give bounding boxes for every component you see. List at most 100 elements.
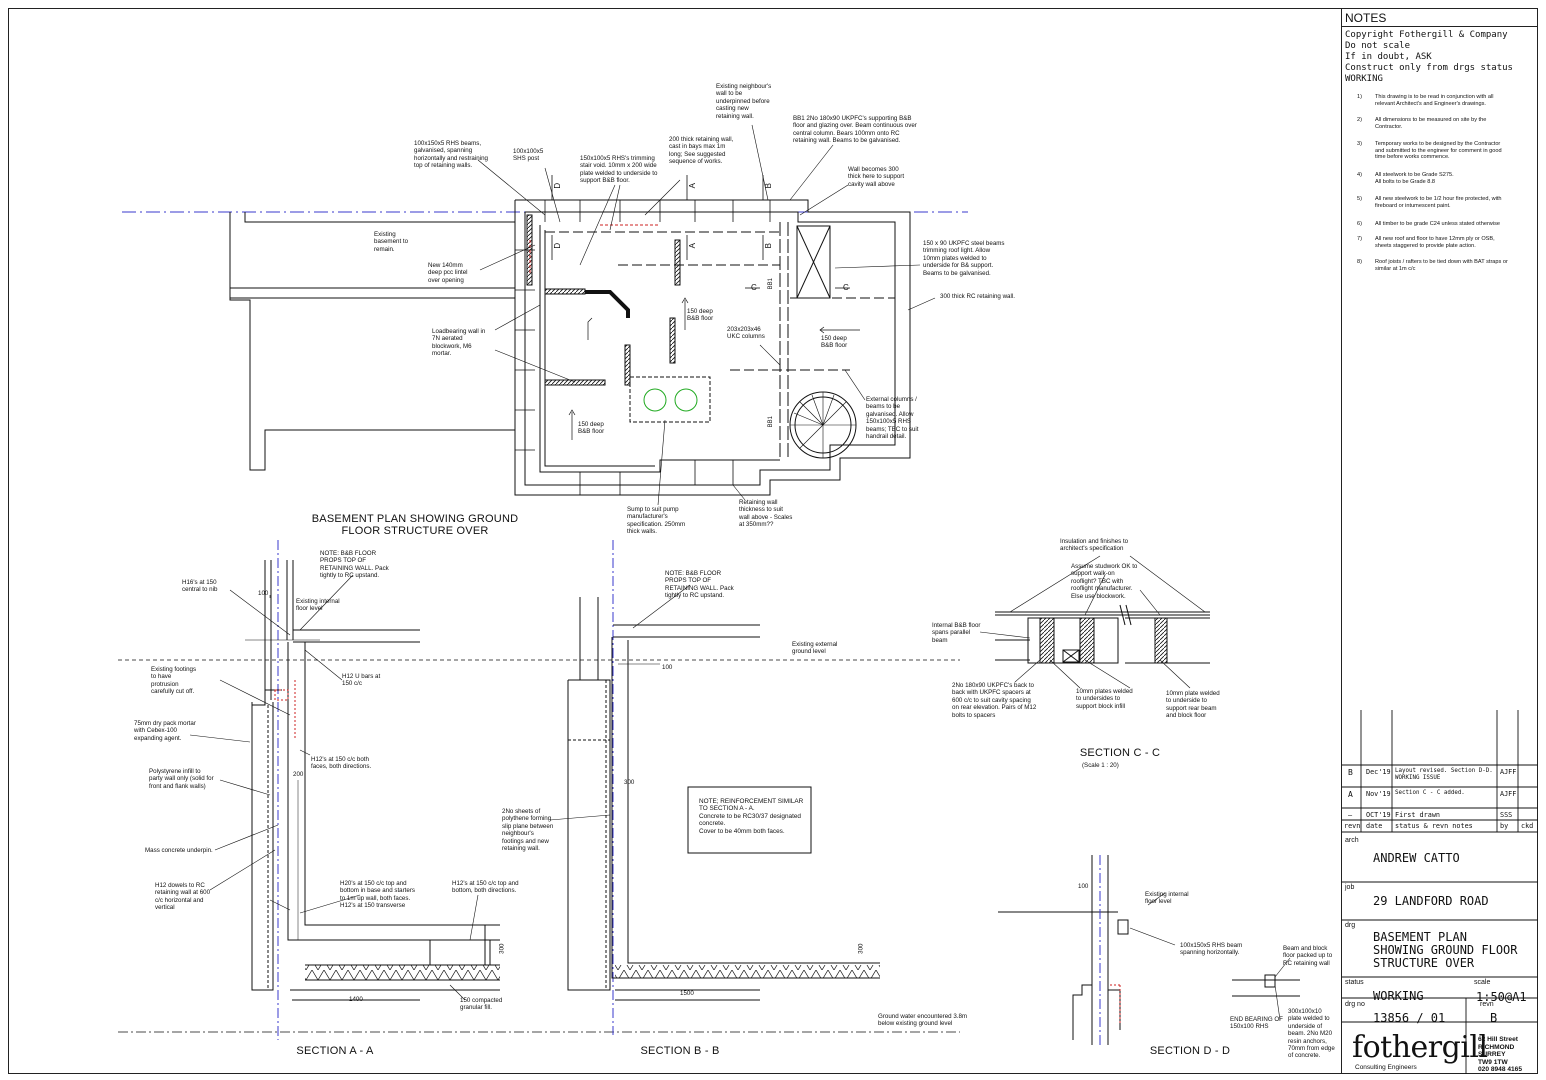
architect-name: ANDREW CATTO [1373, 851, 1460, 865]
note-rhs-beams: 100x150x5 RHS beams, galvanised, spannin… [414, 140, 488, 170]
note-bb1: BB1 2No 180x90 UKPFC's supporting B&B fl… [793, 115, 917, 145]
aa-note-h12-top: H12's at 150 c/c top and bottom, both di… [452, 880, 519, 895]
dd-note-internal-floor: Existing internal floor level [1145, 891, 1189, 906]
marker-c-left: C [751, 283, 757, 292]
section-a-a-drawing [118, 540, 960, 1040]
current-revision: B [1490, 1011, 1498, 1025]
bb-dim-1500: 1500 [680, 990, 694, 997]
aa-dim-200: 200 [293, 771, 304, 778]
bb-note-ground-water: Ground water encountered 3.8m below exis… [878, 1013, 968, 1028]
bb-dim-300-b: 300 [857, 943, 865, 954]
bb-dim-300-a: 300 [624, 779, 635, 786]
dd-note-end-bearing: END BEARING OF 150x100 RHS [1230, 1016, 1283, 1031]
aa-note-drypack: 75mm dry pack mortar with Cebex-100 expa… [134, 720, 196, 742]
copyright-notice: Copyright Fothergill & Company Do not sc… [1345, 30, 1513, 84]
aa-dim-1400: 1400 [349, 996, 363, 1003]
note-floor-150-c: 150 deep B&B floor [578, 421, 605, 436]
note-trimming: 150x100x5 RHS's trimming stair void. 10m… [580, 155, 658, 185]
note-retaining-thickness: Retaining wall thickness to suit wall ab… [739, 499, 793, 529]
section-b-b-drawing [567, 540, 880, 1035]
note-ukpfc-150: 150 x 90 UKPFC steel beams trimming roof… [923, 240, 1005, 277]
drawing-frame [8, 8, 1538, 1074]
marker-bb1-lower: BB1 [767, 416, 774, 428]
bb-dim-100: 100 [662, 664, 673, 671]
bb-note-polythene: 2No sheets of polythene forming slip pla… [502, 808, 554, 853]
drawing-title: BASEMENT PLAN SHOWING GROUND FLOOR STRUC… [1373, 930, 1518, 970]
marker-a-bottom: A [687, 243, 697, 249]
aa-note-bb-props: NOTE: B&B FLOOR PROPS TOP OF RETAINING W… [320, 550, 389, 580]
marker-b-bottom: B [763, 243, 773, 249]
cc-note-internal: Internal B&B floor spans parallel beam [932, 622, 981, 644]
marker-bb1-upper: BB1 [767, 278, 774, 290]
drg-no-label: drg no [1345, 1001, 1365, 1008]
note-loadbearing: Loadbearing wall in 7N aerated blockwork… [432, 328, 486, 358]
bb-note-ground-level: Existing external ground level [792, 641, 838, 656]
drg-label: drg [1345, 922, 1356, 929]
drawing-number: 13856 / 01 [1373, 1011, 1446, 1025]
note-external-columns: External columns / beams to be galvanise… [866, 396, 919, 441]
marker-d-top: D [553, 182, 563, 189]
note-shs-post: 100x100x5 SHS post [513, 148, 544, 163]
note-rc-300: 300 thick RC retaining wall. [940, 293, 1015, 300]
cc-note-insulation: Insulation and finishes to architect's s… [1060, 538, 1129, 553]
plan-title: BASEMENT PLAN SHOWING GROUND FLOOR STRUC… [311, 513, 519, 537]
note-lintel: New 140mm deep pcc lintel over opening [428, 262, 468, 284]
aa-note-footings: Existing footings to have protrusion car… [151, 666, 197, 696]
arch-label: arch [1345, 837, 1359, 844]
note-floor-150-a: 150 deep B&B floor [687, 308, 714, 323]
bb-note-reinforcement: NOTE; REINFORCEMENT SIMILAR TO SECTION A… [699, 798, 804, 835]
section-d-d-drawing [998, 855, 1300, 1045]
aa-note-mass: Mass concrete underpin. [145, 847, 213, 854]
marker-b-top: B [763, 183, 773, 189]
fothergill-logo: fothergill [1352, 1030, 1488, 1065]
aa-note-granular: 150 compacted granular fill. [460, 997, 503, 1012]
section-c-c-drawing [995, 604, 1210, 664]
note-wall-300: Wall becomes 300 thick here to support c… [848, 166, 905, 188]
drawing-scale: 1:50@A1 [1476, 990, 1527, 1004]
aa-dim-300: 300 [498, 943, 506, 954]
drawing-status: WORKING [1373, 989, 1424, 1003]
note-neighbour-wall: Existing neighbour's wall to be underpin… [716, 83, 772, 120]
bb-note-bb-props: NOTE: B&B FLOOR PROPS TOP OF RETAINING W… [665, 570, 734, 600]
aa-note-h16: H16's at 150 central to nib [182, 579, 218, 594]
dd-dim-100: 100 [1078, 883, 1089, 890]
leader-lines [189, 124, 1291, 1021]
section-a-a-title: SECTION A - A [296, 1045, 374, 1057]
section-c-c-scale: (Scale 1 : 20) [1082, 762, 1119, 769]
aa-note-polystyrene: Polystyrene infill to party wall only (s… [149, 768, 214, 790]
title-block: NOTES Copyright Fothergill & Company Do … [1341, 8, 1538, 1074]
marker-d-bottom: D [553, 242, 563, 249]
aa-note-u-bars: H12 U bars at 150 c/c [342, 673, 381, 688]
aa-note-h12-both: H12's at 150 c/c both faces, both direct… [311, 756, 372, 771]
marker-c-right: C [843, 283, 849, 292]
cc-note-plate-10: 10mm plate welded to underside to suppor… [1166, 690, 1220, 720]
aa-note-internal-floor: Existing internal floor level [296, 598, 340, 613]
section-b-b-title: SECTION B - B [640, 1045, 720, 1057]
company-address: 62 Hill Street RICHMOND SURREY TW9 1TW 0… [1478, 1036, 1523, 1074]
cc-note-ukpfc: 2No 180x90 UKPFC's back to back with UKP… [952, 682, 1037, 719]
note-floor-150-b: 150 deep B&B floor [821, 335, 848, 350]
dd-note-plate-300: 300x100x10 plate welded to underside of … [1288, 1008, 1335, 1060]
note-retaining-200: 200 thick retaining wall, cast in bays m… [669, 136, 734, 166]
notes-header-divider [1342, 26, 1538, 27]
title-block-grid [1342, 710, 1538, 1074]
revn-label: revn [1480, 1001, 1494, 1008]
logo-subtitle: Consulting Engineers [1355, 1064, 1417, 1071]
scale-label: scale [1474, 979, 1491, 986]
notes-header: NOTES [1345, 11, 1387, 25]
section-c-c-title: SECTION C - C [1079, 747, 1161, 759]
dd-note-beam-block: Beam and block floor packed up to RC ret… [1283, 945, 1333, 967]
dd-note-rhs-beam: 100x150x5 RHS beam spanning horizontally… [1180, 942, 1243, 957]
cc-note-studwork: Assume studwork OK to support walk-on ro… [1071, 563, 1138, 600]
aa-dim-100: 100 [258, 590, 269, 597]
note-sump: Sump to suit pump manufacturer's specifi… [627, 506, 686, 536]
marker-a-top: A [687, 183, 697, 189]
note-existing-basement: Existing basement to remain. [374, 231, 409, 253]
job-label: job [1345, 884, 1355, 891]
aa-note-h12-dowels: H12 dowels to RC retaining wall at 600 c… [155, 882, 211, 912]
cc-note-plates-10: 10mm plates welded to undersides to supp… [1076, 688, 1133, 710]
aa-note-h20: H20's at 150 c/c top and bottom in base … [340, 880, 415, 910]
basement-plan [122, 175, 968, 496]
job-name: 29 LANDFORD ROAD [1373, 894, 1489, 908]
